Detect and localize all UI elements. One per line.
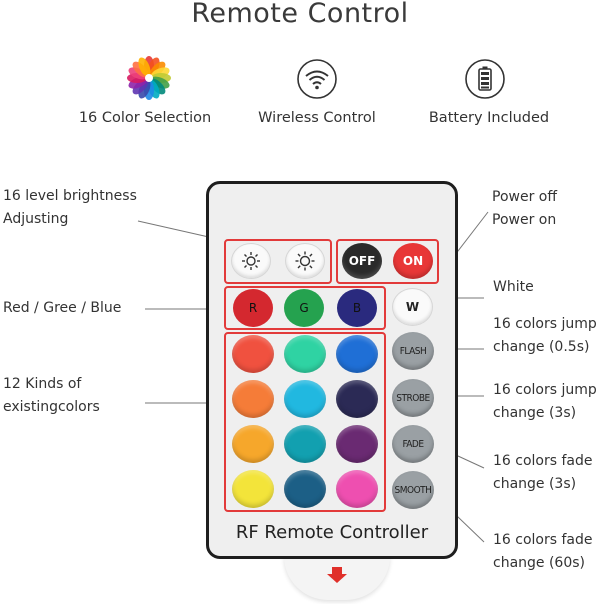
- white-button[interactable]: W: [392, 288, 433, 326]
- color-button[interactable]: [284, 380, 326, 418]
- color-button[interactable]: [336, 425, 378, 463]
- red-button[interactable]: R: [233, 289, 273, 327]
- feature-label-battery: Battery Included: [428, 110, 550, 126]
- color-wheel-icon: [126, 55, 172, 101]
- callout-fade: 16 colors fade change (3s): [493, 453, 593, 492]
- callout-brightness: 16 level brightness Adjusting: [3, 188, 137, 227]
- color-button[interactable]: [284, 425, 326, 463]
- color-button[interactable]: [284, 470, 326, 508]
- smooth-button[interactable]: SMOOTH: [392, 471, 434, 509]
- flash-button[interactable]: FLASH: [392, 332, 434, 370]
- color-button[interactable]: [232, 425, 274, 463]
- brightness-up-button[interactable]: [285, 243, 325, 279]
- remote-stand: [284, 556, 390, 600]
- callout-smooth: 16 colors fade change (60s): [493, 532, 593, 571]
- feature-label-wireless: Wireless Control: [258, 110, 376, 126]
- sun-large-icon: [295, 251, 315, 271]
- wifi-icon: [296, 58, 338, 100]
- battery-icon: [464, 58, 506, 100]
- callout-flash: 16 colors jump change (0.5s): [493, 316, 597, 355]
- off-button[interactable]: OFF: [342, 243, 382, 279]
- highlight-brightness: [224, 239, 332, 284]
- callout-existing-colors: 12 Kinds of existingcolors: [3, 376, 100, 415]
- feature-label-colors: 16 Color Selection: [78, 110, 212, 126]
- highlight-rgb: [224, 286, 386, 330]
- callout-strobe: 16 colors jump change (3s): [493, 382, 597, 421]
- brightness-down-button[interactable]: [231, 243, 271, 279]
- sun-small-icon: [242, 252, 260, 270]
- callout-rgb: Red / Gree / Blue: [3, 300, 122, 316]
- color-button[interactable]: [232, 380, 274, 418]
- strobe-button[interactable]: STROBE: [392, 379, 434, 417]
- callout-white: White: [493, 279, 534, 295]
- color-button[interactable]: [336, 470, 378, 508]
- remote-model-label: RF Remote Controller: [235, 522, 429, 543]
- callout-power: Power off Power on: [492, 189, 557, 228]
- color-button[interactable]: [284, 335, 326, 373]
- highlight-power: [336, 239, 439, 284]
- color-button[interactable]: [232, 470, 274, 508]
- remote-control: OFF ON R G B W FLASH STROBE FADE SMOOTH …: [206, 181, 458, 559]
- color-button[interactable]: [232, 335, 274, 373]
- page-title: Remote Control: [191, 0, 409, 29]
- blue-button[interactable]: B: [337, 289, 377, 327]
- fade-button[interactable]: FADE: [392, 425, 434, 463]
- color-button[interactable]: [336, 380, 378, 418]
- color-button[interactable]: [336, 335, 378, 373]
- highlight-color-grid: [224, 332, 386, 512]
- on-button[interactable]: ON: [393, 243, 433, 279]
- green-button[interactable]: G: [284, 289, 324, 327]
